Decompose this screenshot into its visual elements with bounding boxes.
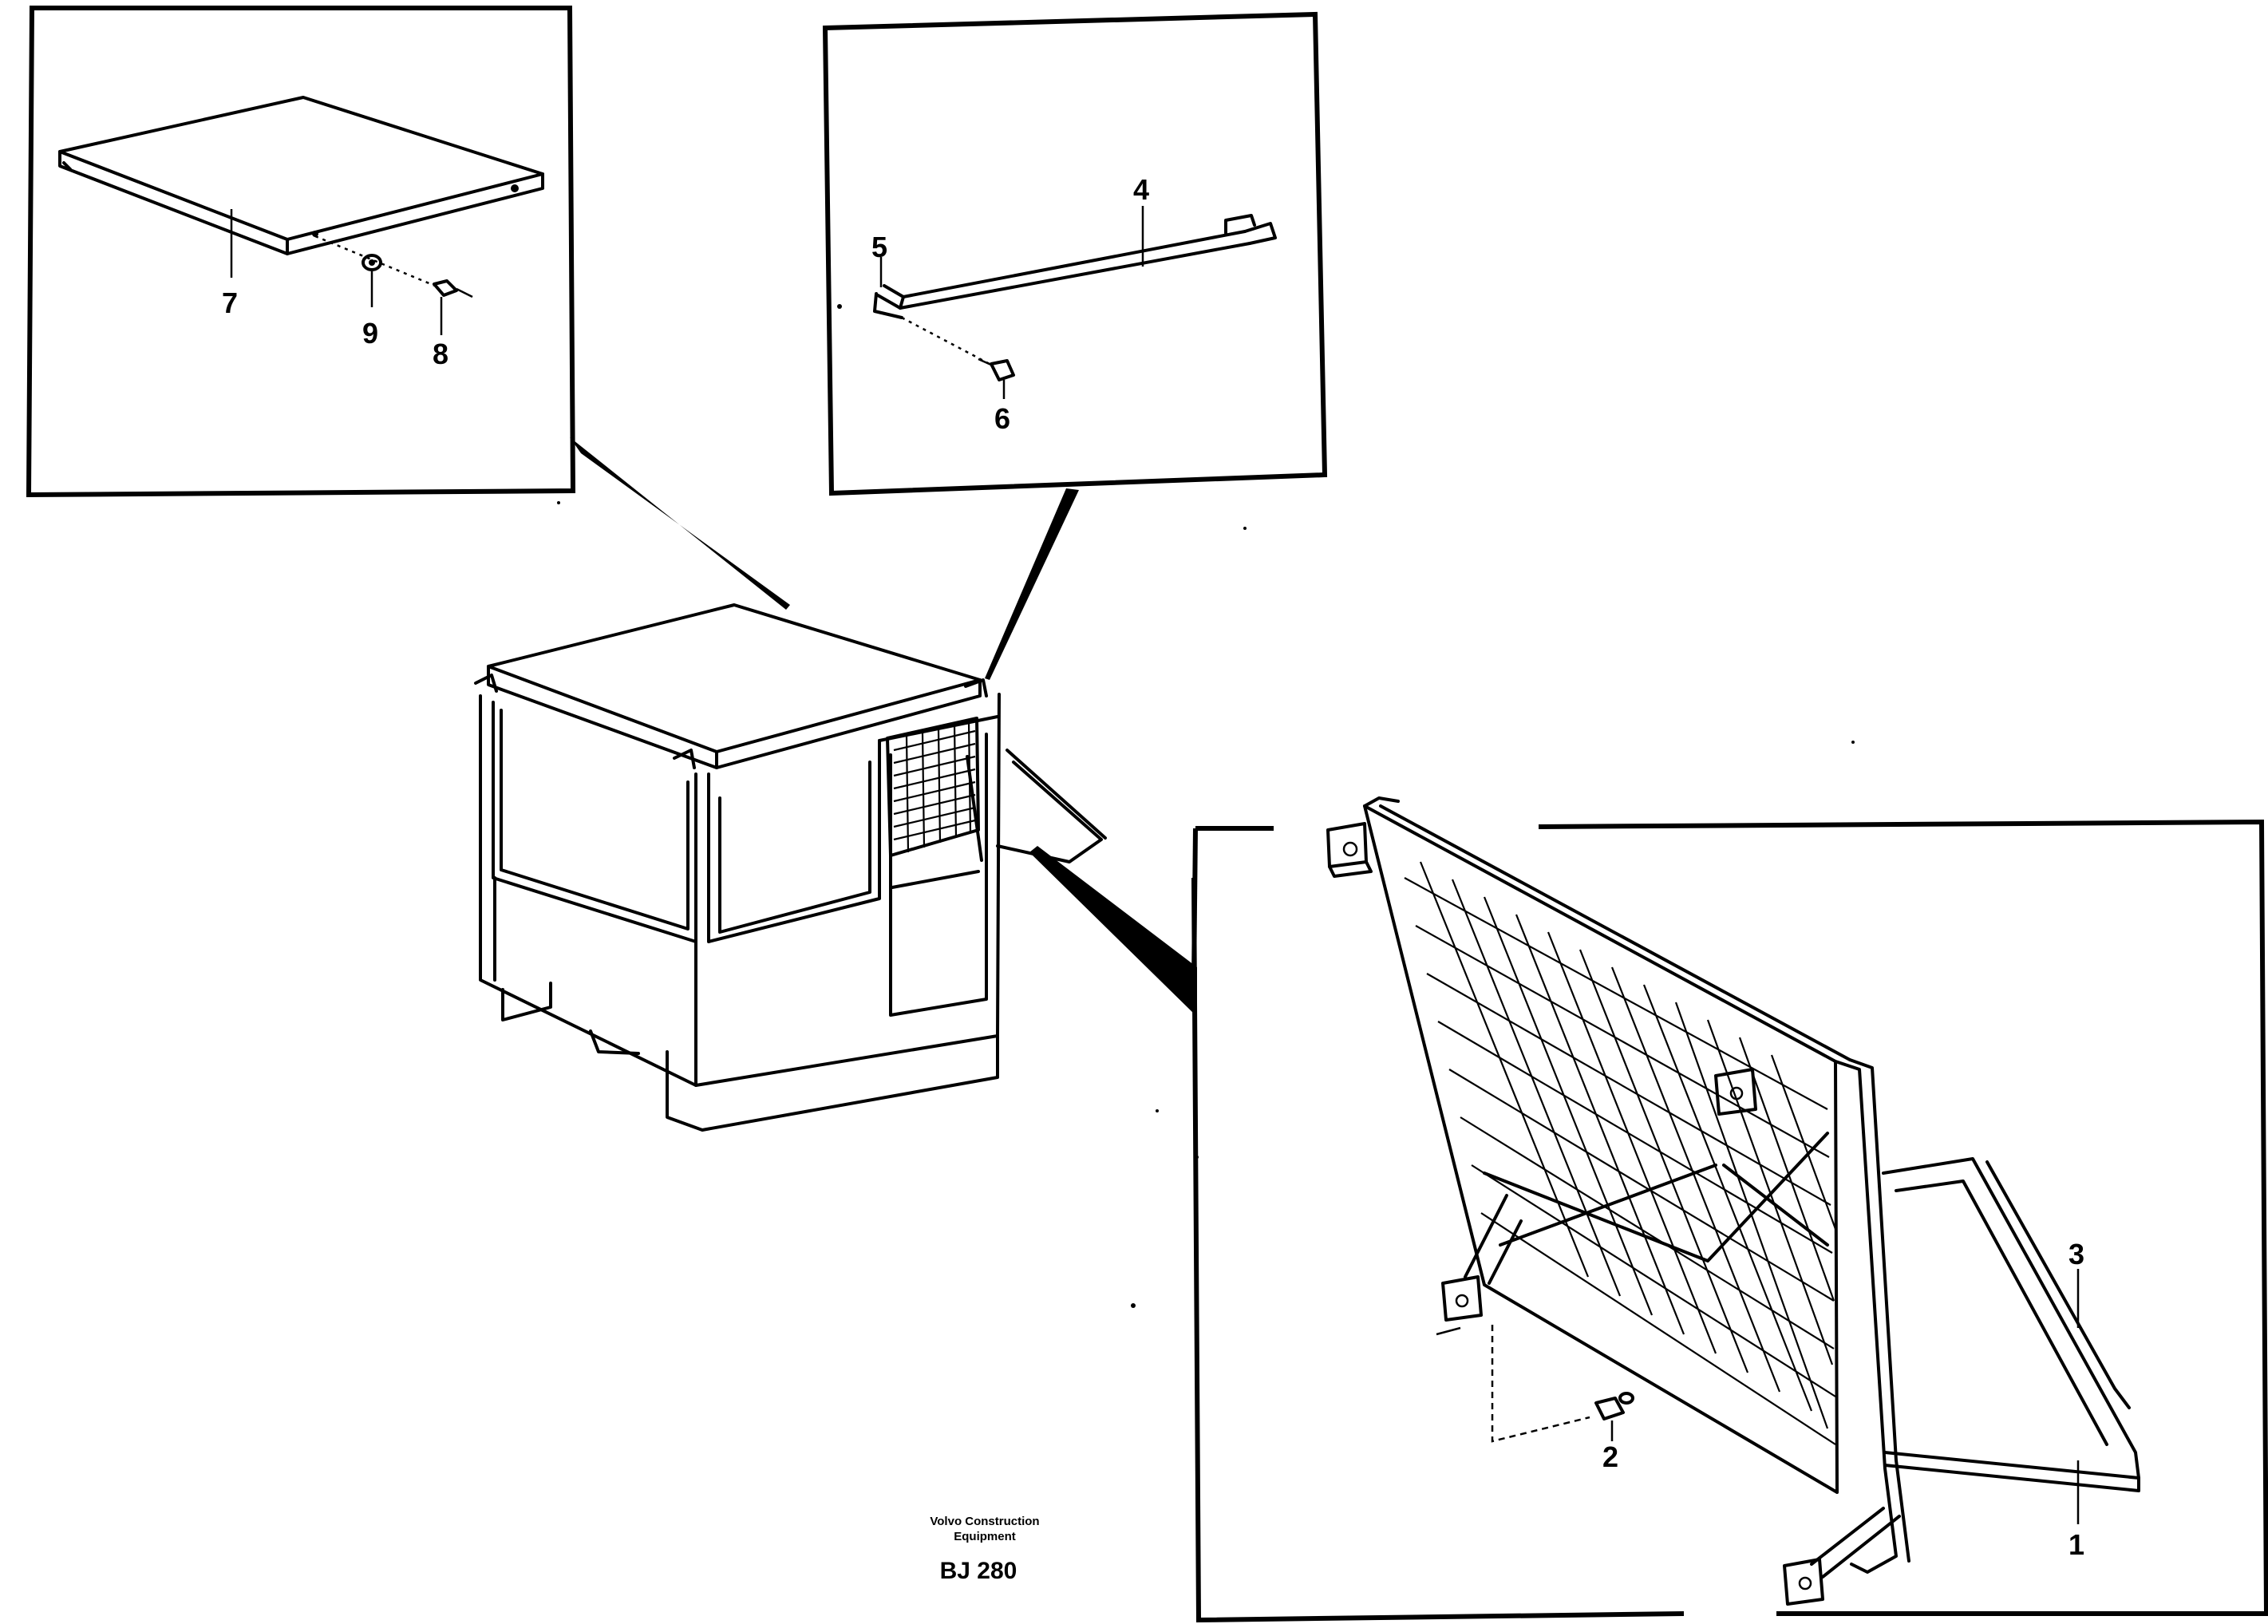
callout-4: 4 bbox=[1133, 173, 1149, 206]
scan-specks bbox=[557, 501, 1855, 1308]
callout-7: 7 bbox=[222, 286, 238, 319]
callout-8: 8 bbox=[433, 338, 448, 370]
cab-mesh-panel bbox=[886, 717, 980, 857]
caption-line-2: Equipment bbox=[954, 1530, 1016, 1543]
bolt-drawing bbox=[901, 316, 1015, 381]
handrail-drawing bbox=[873, 214, 1277, 319]
bolt-2-drawing bbox=[1594, 1392, 1634, 1421]
callout-5: 5 bbox=[871, 231, 887, 263]
detail-mesh-guard: 2 3 1 bbox=[1191, 796, 2268, 1623]
caption: Volvo Construction Equipment BJ 280 bbox=[930, 1515, 1039, 1584]
callout-3: 3 bbox=[2068, 1238, 2084, 1270]
detail-handrail: 4 5 6 bbox=[822, 11, 1328, 496]
callout-1: 1 bbox=[2068, 1528, 2084, 1561]
detail-roof-panel: 7 9 8 bbox=[26, 6, 576, 498]
roof-panel-drawing bbox=[58, 96, 544, 255]
caption-line-1: Volvo Construction bbox=[930, 1515, 1039, 1528]
mesh-guard-drawing bbox=[1326, 796, 2140, 1606]
leader-wedges bbox=[570, 437, 1197, 1017]
callout-9: 9 bbox=[362, 317, 378, 350]
callout-2: 2 bbox=[1602, 1440, 1618, 1473]
drawing-reference: BJ 280 bbox=[940, 1558, 1017, 1584]
callout-6: 6 bbox=[994, 402, 1010, 435]
washer-drawing bbox=[362, 254, 382, 271]
screw-drawing bbox=[433, 279, 473, 298]
cab-drawing bbox=[474, 603, 1107, 1132]
